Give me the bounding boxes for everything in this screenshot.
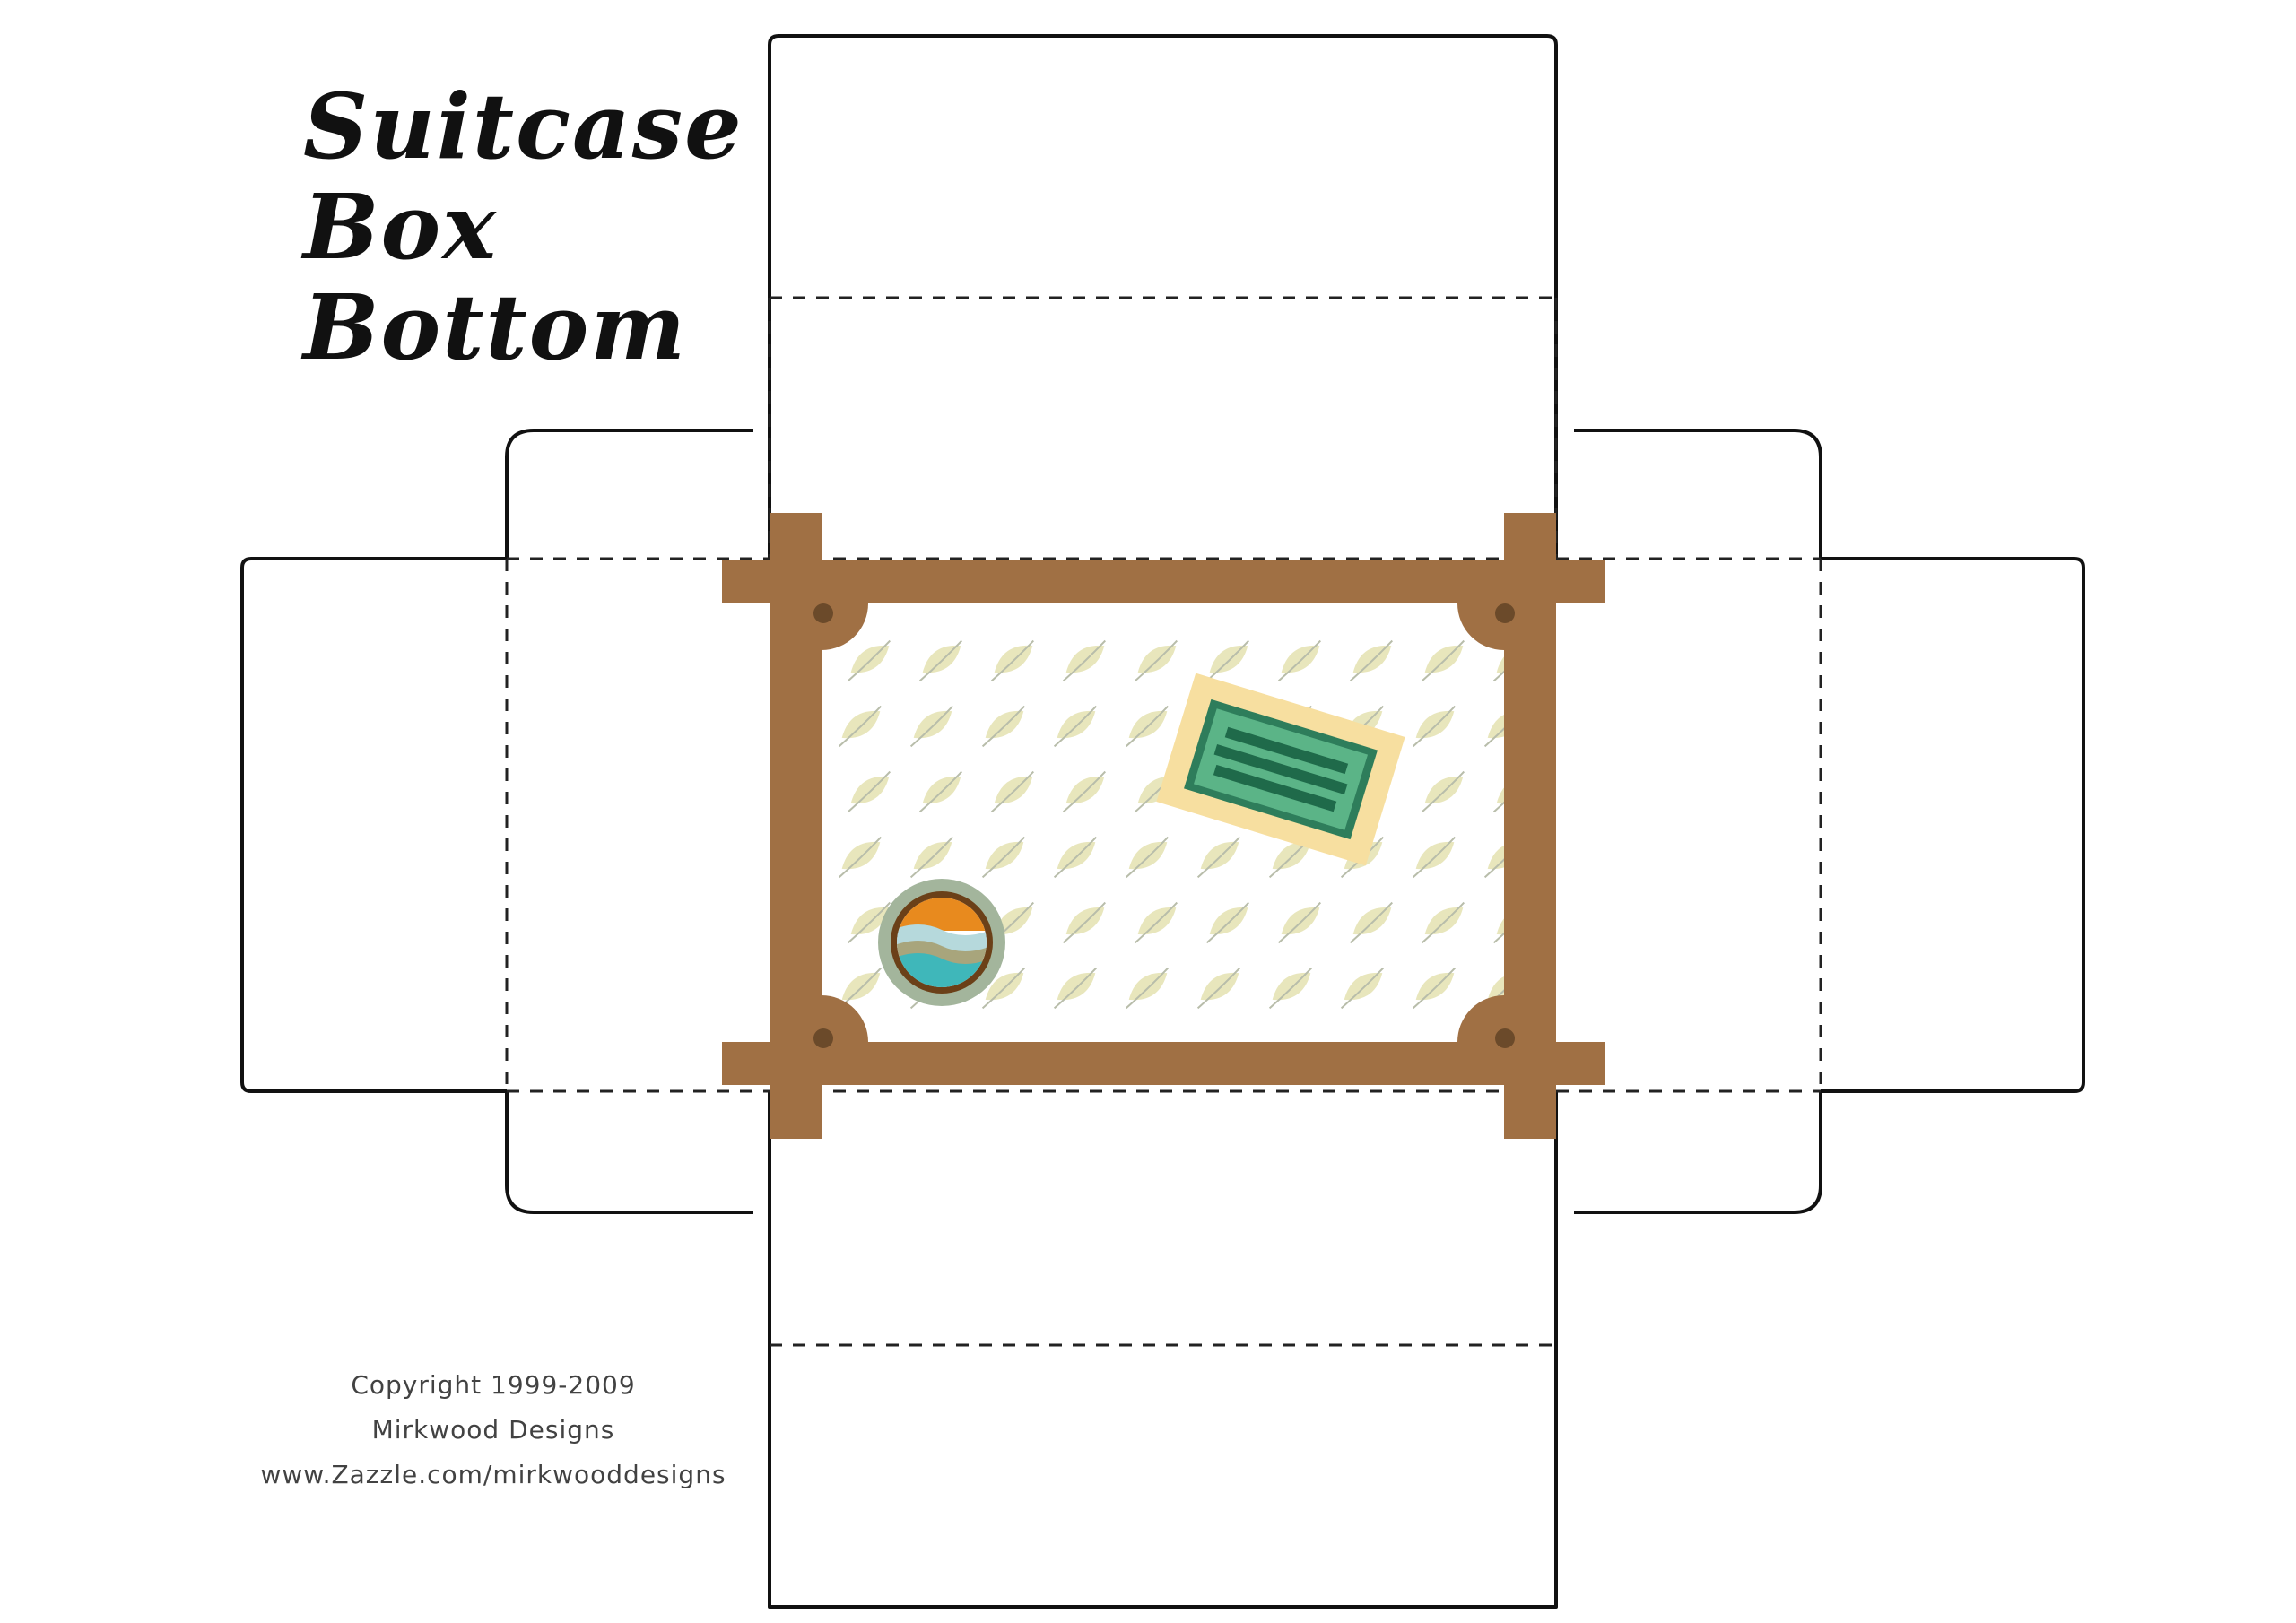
leaf-icon xyxy=(1340,967,1385,1010)
bottom-flap-outline xyxy=(768,1092,1558,1609)
tab-bottom-right-outline xyxy=(1574,1091,1822,1214)
leaf-icon xyxy=(1053,967,1098,1010)
leaf-icon xyxy=(1421,901,1465,944)
leaf-icon xyxy=(847,639,891,682)
leaf-icon xyxy=(1268,967,1313,1010)
leaf-icon xyxy=(838,836,883,879)
top-flap-outline xyxy=(768,34,1558,563)
leaf-icon xyxy=(1421,770,1465,813)
leaf-icon xyxy=(847,770,891,813)
leaf-icon xyxy=(1134,639,1178,682)
left-flap-outline xyxy=(240,557,507,1093)
wooden-frame xyxy=(722,513,1605,1139)
title-line-2: Box xyxy=(303,174,498,280)
copyright-line: Copyright 1999-2009 xyxy=(351,1370,636,1400)
leaf-icon xyxy=(1053,705,1098,748)
leaf-icon xyxy=(1062,770,1107,813)
label-bar-1 xyxy=(1224,726,1349,775)
leaf-icon xyxy=(1134,901,1178,944)
corner-brace-top-right xyxy=(1457,603,1504,650)
leaf-icon xyxy=(1125,967,1170,1010)
frame-bottom-rail xyxy=(722,1042,1605,1085)
title-line-3: Bottom xyxy=(303,274,688,380)
leaf-icon xyxy=(1412,705,1457,748)
leaf-icon xyxy=(1196,967,1241,1010)
leaf-icon xyxy=(1349,639,1394,682)
leaf-icon xyxy=(909,836,954,879)
leaf-icon xyxy=(990,770,1035,813)
leaf-icon xyxy=(1412,836,1457,879)
corner-brace-bottom-left xyxy=(822,995,868,1042)
leaf-icon xyxy=(918,770,963,813)
page-title: Suitcase Box Bottom xyxy=(303,76,841,378)
luggage-label-icon xyxy=(1156,673,1405,866)
travel-badge-icon xyxy=(878,879,1005,1006)
corner-brace-bottom-right xyxy=(1457,995,1504,1042)
leaf-pattern-icon xyxy=(838,639,1509,1010)
pin-bottom-left xyxy=(813,1028,833,1048)
pin-top-left xyxy=(813,603,833,623)
leaf-icon xyxy=(1053,836,1098,879)
leaf-icon xyxy=(847,901,891,944)
leaf-icon xyxy=(918,639,963,682)
cut-outline xyxy=(240,34,2085,1609)
leaf-icon xyxy=(981,967,1026,1010)
leaf-icon xyxy=(1421,639,1465,682)
frame-top-rail xyxy=(722,560,1605,603)
title-line-1: Suitcase xyxy=(303,74,744,179)
leaf-icon xyxy=(1277,901,1322,944)
leaf-icon xyxy=(990,639,1035,682)
leaf-icon xyxy=(838,705,883,748)
website-line: www.Zazzle.com/mirkwooddesigns xyxy=(260,1460,726,1489)
tab-top-left-outline xyxy=(505,429,753,559)
author-line: Mirkwood Designs xyxy=(371,1415,615,1445)
leaf-icon xyxy=(1125,836,1170,879)
leaf-icon xyxy=(1349,901,1394,944)
leaf-icon xyxy=(1062,639,1107,682)
tab-bottom-left-outline xyxy=(505,1091,753,1214)
corner-brace-top-left xyxy=(822,603,868,650)
right-flap-outline xyxy=(1821,557,2085,1093)
pin-bottom-right xyxy=(1495,1028,1515,1048)
leaf-icon xyxy=(1062,901,1107,944)
copyright-block: Copyright 1999-2009 Mirkwood Designs www… xyxy=(224,1363,762,1497)
leaf-icon xyxy=(1196,836,1241,879)
frame-left-rail xyxy=(770,513,822,1139)
label-bar-3 xyxy=(1213,764,1337,812)
leaf-icon xyxy=(1205,639,1250,682)
leaf-icon xyxy=(1125,705,1170,748)
leaf-icon xyxy=(1205,901,1250,944)
leaf-icon xyxy=(981,836,1026,879)
frame-pins xyxy=(813,603,1515,1048)
tab-top-right-outline xyxy=(1574,429,1822,559)
label-bar-2 xyxy=(1213,744,1348,794)
pin-top-right xyxy=(1495,603,1515,623)
leaf-icon xyxy=(909,705,954,748)
leaf-icon xyxy=(1412,967,1457,1010)
leaf-icon xyxy=(981,705,1026,748)
leaf-icon xyxy=(1277,639,1322,682)
